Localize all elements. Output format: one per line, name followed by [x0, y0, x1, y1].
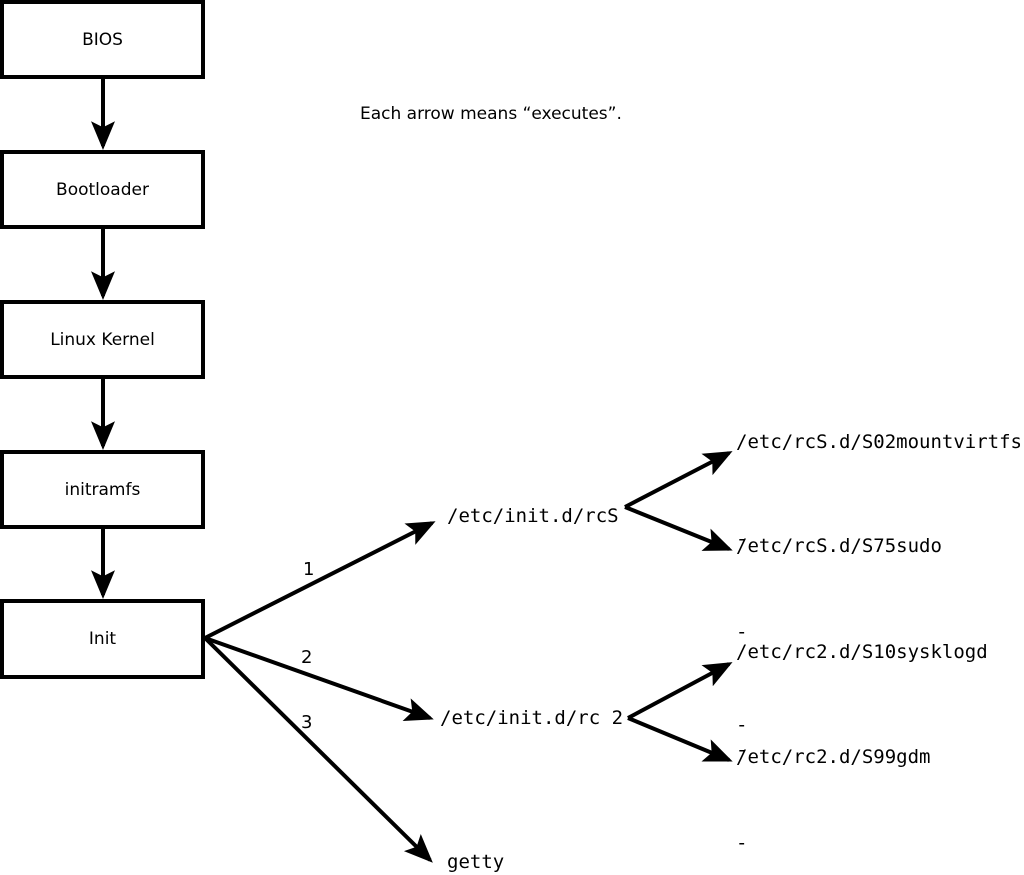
box-initramfs: [0, 450, 205, 529]
arrow-rc2-to-last-script: [627, 716, 733, 762]
arrow-init-to-rcs: [204, 521, 436, 640]
arrow-init-to-rc2: [204, 636, 434, 721]
rc2-ellipsis-dot-2: -: [736, 832, 748, 854]
label-rc2-last-script: /etc/rc2.d/S99gdm: [736, 746, 931, 768]
rcs-ellipsis: - - -: [736, 462, 782, 803]
branch-number-3: 3: [301, 712, 313, 733]
rcs-ellipsis-dot-1: -: [736, 528, 748, 550]
label-getty: getty: [447, 851, 505, 873]
rcs-ellipsis-dot-2: -: [736, 621, 748, 643]
label-rcs-last-script: /etc/rcS.d/S75sudo: [736, 535, 942, 557]
box-init: [0, 599, 205, 679]
diagram-caption: Each arrow means “executes”.: [360, 104, 622, 124]
label-etc-init-d-rcs: /etc/init.d/rcS: [447, 505, 619, 527]
box-bios: [0, 0, 205, 79]
arrow-init-to-getty: [203, 636, 433, 863]
box-label-initramfs: initramfs: [64, 480, 141, 500]
rc2-ellipsis: - - -: [736, 673, 782, 875]
box-label-init: Init: [88, 629, 117, 649]
rcs-ellipsis-dot-3: -: [736, 714, 748, 736]
rc2-ellipsis-dot-1: -: [736, 739, 748, 761]
box-label-bootloader: Bootloader: [56, 180, 149, 200]
branch-number-1: 1: [303, 559, 315, 580]
box-label-linux-kernel: Linux Kernel: [50, 330, 155, 350]
arrow-rcs-to-last-script: [624, 505, 733, 551]
label-rcs-first-script: /etc/rcS.d/S02mountvirtfs: [736, 431, 1022, 453]
label-rc2-first-script: /etc/rc2.d/S10sysklogd: [736, 641, 988, 663]
arrow-rc2-to-first-script: [627, 662, 733, 720]
label-etc-init-d-rc2: /etc/init.d/rc 2: [440, 707, 624, 729]
arrow-rcs-to-first-script: [624, 451, 733, 509]
box-label-bios: BIOS: [82, 30, 123, 50]
branch-number-2: 2: [301, 647, 313, 668]
